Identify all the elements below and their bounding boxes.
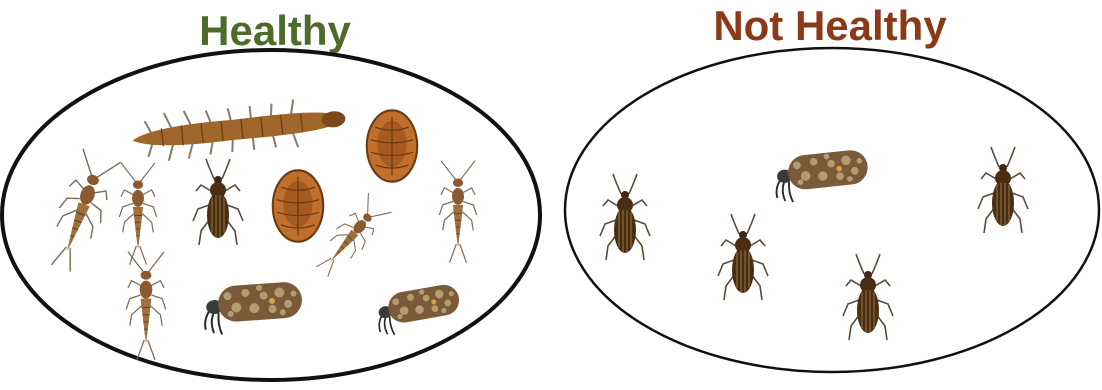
mayfly-nymph-icon (126, 252, 166, 360)
riffle-beetle-icon (843, 254, 893, 340)
riffle-beetle-icon (978, 147, 1028, 233)
riffle-beetle-icon (718, 214, 768, 300)
water-penny-icon (367, 110, 417, 181)
stonefly-nymph-icon (40, 148, 122, 276)
mayfly-nymph-icon (119, 163, 156, 265)
caddisfly-larva-icon (773, 149, 871, 204)
caddisfly-larva-icon (374, 282, 463, 337)
not-healthy-oval (565, 48, 1099, 372)
water-penny-icon (273, 170, 323, 241)
mayfly-nymph-icon (439, 161, 476, 263)
riffle-beetle-icon (600, 174, 650, 260)
hellgrammite-icon (130, 94, 348, 164)
riffle-beetle-icon (193, 159, 243, 245)
caddisfly-larva-icon (203, 281, 304, 336)
